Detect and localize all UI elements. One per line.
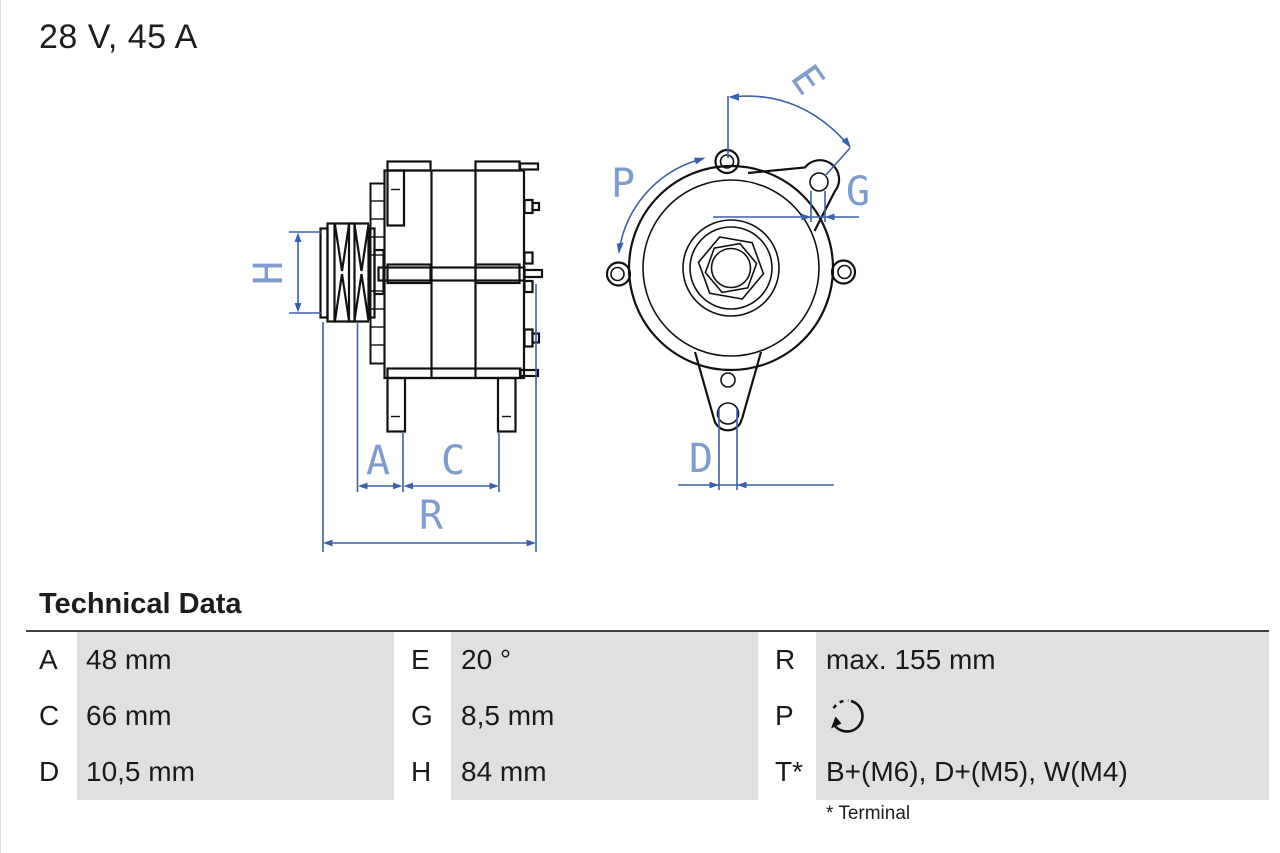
table-rule — [26, 630, 1269, 632]
dim-label-d: D — [689, 436, 713, 482]
dimension-g: G — [713, 169, 870, 222]
technical-drawing: H A C R — [246, 57, 870, 552]
dim-label-e: E — [781, 57, 833, 103]
dimension-p: P — [611, 157, 706, 254]
product-title: 28 V, 45 A — [39, 18, 198, 56]
footnote-terminal: * Terminal — [826, 803, 911, 824]
table-row: D 10,5 mm H 84 mm T* B+(M6), D+(M5), W(M… — [1, 744, 1280, 800]
pulley — [319, 222, 385, 323]
side-view: H A C R — [246, 160, 544, 552]
dim-label-a: A — [366, 438, 390, 484]
spec-letter: P — [758, 688, 816, 744]
spec-letter: H — [394, 744, 451, 800]
dimension-d: D — [678, 409, 834, 490]
spec-letter: G — [394, 688, 451, 744]
dim-label-g: G — [846, 169, 870, 215]
spec-value: 10,5 mm — [77, 744, 394, 800]
table-row: A 48 mm E 20 ° R max. 155 mm — [1, 632, 1280, 688]
spec-value: 66 mm — [77, 688, 394, 744]
spec-letter: A — [26, 632, 77, 688]
table-row: C 66 mm G 8,5 mm P — [1, 688, 1280, 744]
spec-value: 20 ° — [451, 632, 758, 688]
dim-label-p: P — [611, 161, 635, 207]
spec-letter: R — [758, 632, 816, 688]
spec-letter: T* — [758, 744, 816, 800]
spec-letter: E — [394, 632, 451, 688]
dim-label-r: R — [419, 493, 444, 539]
dimension-e: E — [727, 57, 851, 177]
dimension-h: H — [246, 231, 322, 314]
spec-value: 48 mm — [77, 632, 394, 688]
front-view: E P G — [605, 57, 870, 490]
rotation-ccw-icon — [831, 699, 864, 733]
spec-value: B+(M6), D+(M5), W(M4) — [816, 744, 1269, 800]
spec-value: 8,5 mm — [451, 688, 758, 744]
spec-value — [816, 688, 1269, 744]
section-heading: Technical Data — [39, 588, 242, 620]
dimension-acr: A C R — [322, 284, 537, 552]
spec-value: max. 155 mm — [816, 632, 1269, 688]
housing — [377, 160, 544, 433]
spec-letter: D — [26, 744, 77, 800]
spec-letter: C — [26, 688, 77, 744]
dim-label-c: C — [441, 438, 465, 484]
spec-value: 84 mm — [451, 744, 758, 800]
dim-label-h: H — [246, 261, 292, 285]
